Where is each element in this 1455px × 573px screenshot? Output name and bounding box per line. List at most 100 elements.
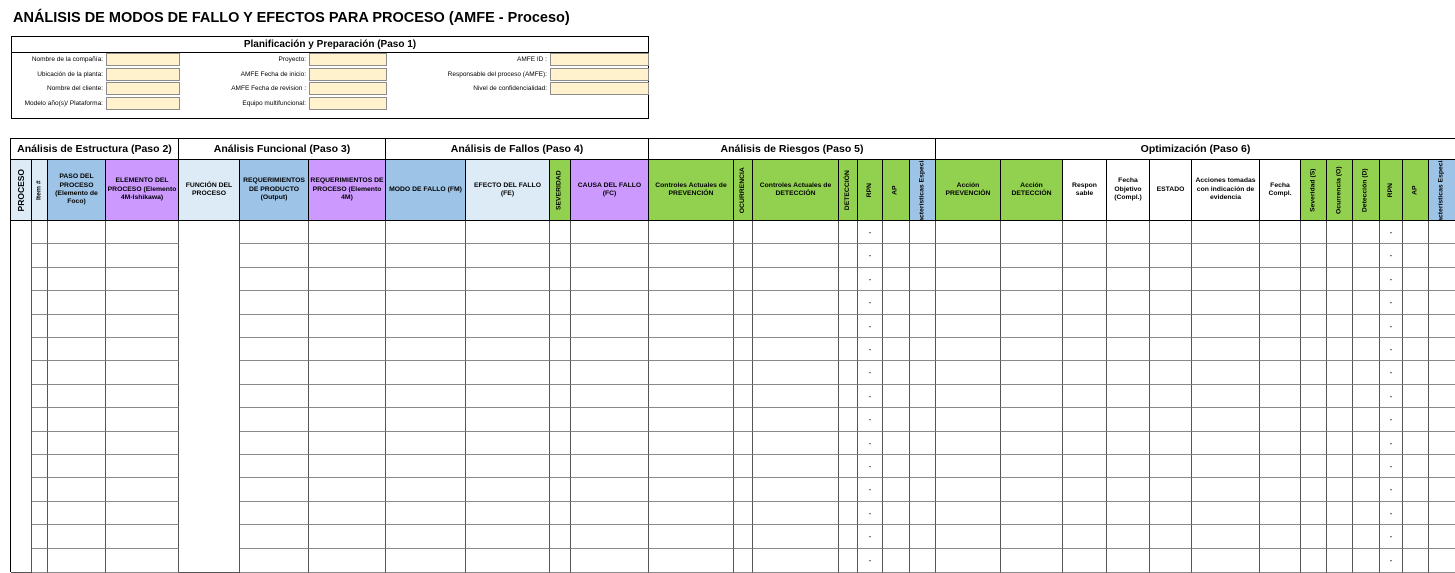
table-cell[interactable] [1301,314,1327,338]
table-cell[interactable] [48,221,106,245]
table-cell[interactable] [734,501,753,526]
table-cell[interactable] [1001,267,1063,292]
rpn-cell[interactable]: - [858,525,883,549]
table-cell[interactable] [1260,384,1301,409]
table-cell[interactable] [106,338,179,362]
table-cell[interactable] [1150,338,1192,362]
table-cell[interactable] [936,361,1001,385]
table-cell[interactable] [1260,244,1301,268]
table-cell[interactable] [32,244,48,268]
table-cell[interactable] [1107,291,1150,315]
table-cell[interactable] [1260,455,1301,479]
table-cell[interactable] [1301,478,1327,502]
table-cell[interactable] [550,314,571,338]
proceso-cell[interactable] [11,221,32,573]
table-cell[interactable] [1192,384,1260,409]
table-cell[interactable] [1192,478,1260,502]
table-cell[interactable] [1150,478,1192,502]
table-cell[interactable] [1192,314,1260,338]
table-cell[interactable] [1107,267,1150,292]
table-cell[interactable] [1403,384,1429,409]
table-cell[interactable] [386,501,466,526]
table-cell[interactable] [1301,338,1327,362]
table-cell[interactable] [466,408,550,432]
rpn-optimized-cell[interactable]: - [1380,221,1403,245]
table-cell[interactable] [1063,478,1107,502]
table-cell[interactable] [1260,291,1301,315]
table-cell[interactable] [1301,455,1327,479]
table-cell[interactable] [1063,267,1107,292]
table-cell[interactable] [1107,548,1150,573]
table-cell[interactable] [106,548,179,573]
table-cell[interactable] [1327,314,1353,338]
table-cell[interactable] [1403,525,1429,549]
table-cell[interactable] [883,431,910,455]
table-cell[interactable] [1429,549,1455,573]
table-cell[interactable] [936,291,1001,315]
table-cell[interactable] [550,431,571,455]
table-cell[interactable] [1063,455,1107,479]
table-cell[interactable] [466,291,550,315]
table-cell[interactable] [1301,431,1327,455]
table-cell[interactable] [753,384,839,409]
table-cell[interactable] [936,244,1001,268]
table-cell[interactable] [1150,244,1192,268]
table-cell[interactable] [1353,548,1380,573]
table-cell[interactable] [1301,408,1327,432]
table-cell[interactable] [106,525,179,549]
table-cell[interactable] [1353,455,1380,479]
rpn-optimized-cell[interactable]: - [1380,384,1403,409]
table-cell[interactable] [649,361,734,385]
table-cell[interactable] [386,267,466,292]
table-cell[interactable] [1192,244,1260,268]
table-cell[interactable] [550,525,571,549]
table-cell[interactable] [910,548,936,573]
table-cell[interactable] [550,361,571,385]
table-cell[interactable] [839,548,858,573]
table-cell[interactable] [1429,361,1455,385]
table-cell[interactable] [309,478,386,502]
table-cell[interactable] [386,455,466,479]
table-cell[interactable] [734,244,753,268]
table-cell[interactable] [1001,244,1063,268]
table-cell[interactable] [466,548,550,573]
rpn-cell[interactable]: - [858,291,883,315]
table-cell[interactable] [1403,244,1429,268]
table-cell[interactable] [1327,408,1353,432]
table-cell[interactable] [883,408,910,432]
table-cell[interactable] [1327,267,1353,292]
table-cell[interactable] [1063,408,1107,432]
table-cell[interactable] [936,267,1001,292]
planning-input[interactable] [550,67,649,81]
table-cell[interactable] [48,314,106,338]
table-cell[interactable] [48,384,106,409]
table-cell[interactable] [910,478,936,502]
table-cell[interactable] [309,455,386,479]
table-cell[interactable] [1403,338,1429,362]
table-cell[interactable] [240,384,309,409]
table-cell[interactable] [1260,431,1301,455]
planning-input[interactable] [309,96,387,110]
table-cell[interactable] [550,478,571,502]
table-cell[interactable] [883,267,910,292]
table-cell[interactable] [1353,525,1380,549]
table-cell[interactable] [734,221,753,245]
table-cell[interactable] [386,291,466,315]
table-cell[interactable] [309,338,386,362]
table-cell[interactable] [309,244,386,268]
table-cell[interactable] [1301,267,1327,292]
table-cell[interactable] [1353,408,1380,432]
table-cell[interactable] [1107,478,1150,502]
rpn-cell[interactable]: - [858,548,883,573]
table-cell[interactable] [1001,361,1063,385]
table-cell[interactable] [1429,291,1455,315]
table-cell[interactable] [1063,548,1107,573]
table-cell[interactable] [753,455,839,479]
table-cell[interactable] [649,455,734,479]
table-cell[interactable] [466,431,550,455]
table-cell[interactable] [1327,525,1353,549]
rpn-cell[interactable]: - [858,478,883,502]
table-cell[interactable] [466,314,550,338]
table-cell[interactable] [910,455,936,479]
table-cell[interactable] [48,431,106,455]
